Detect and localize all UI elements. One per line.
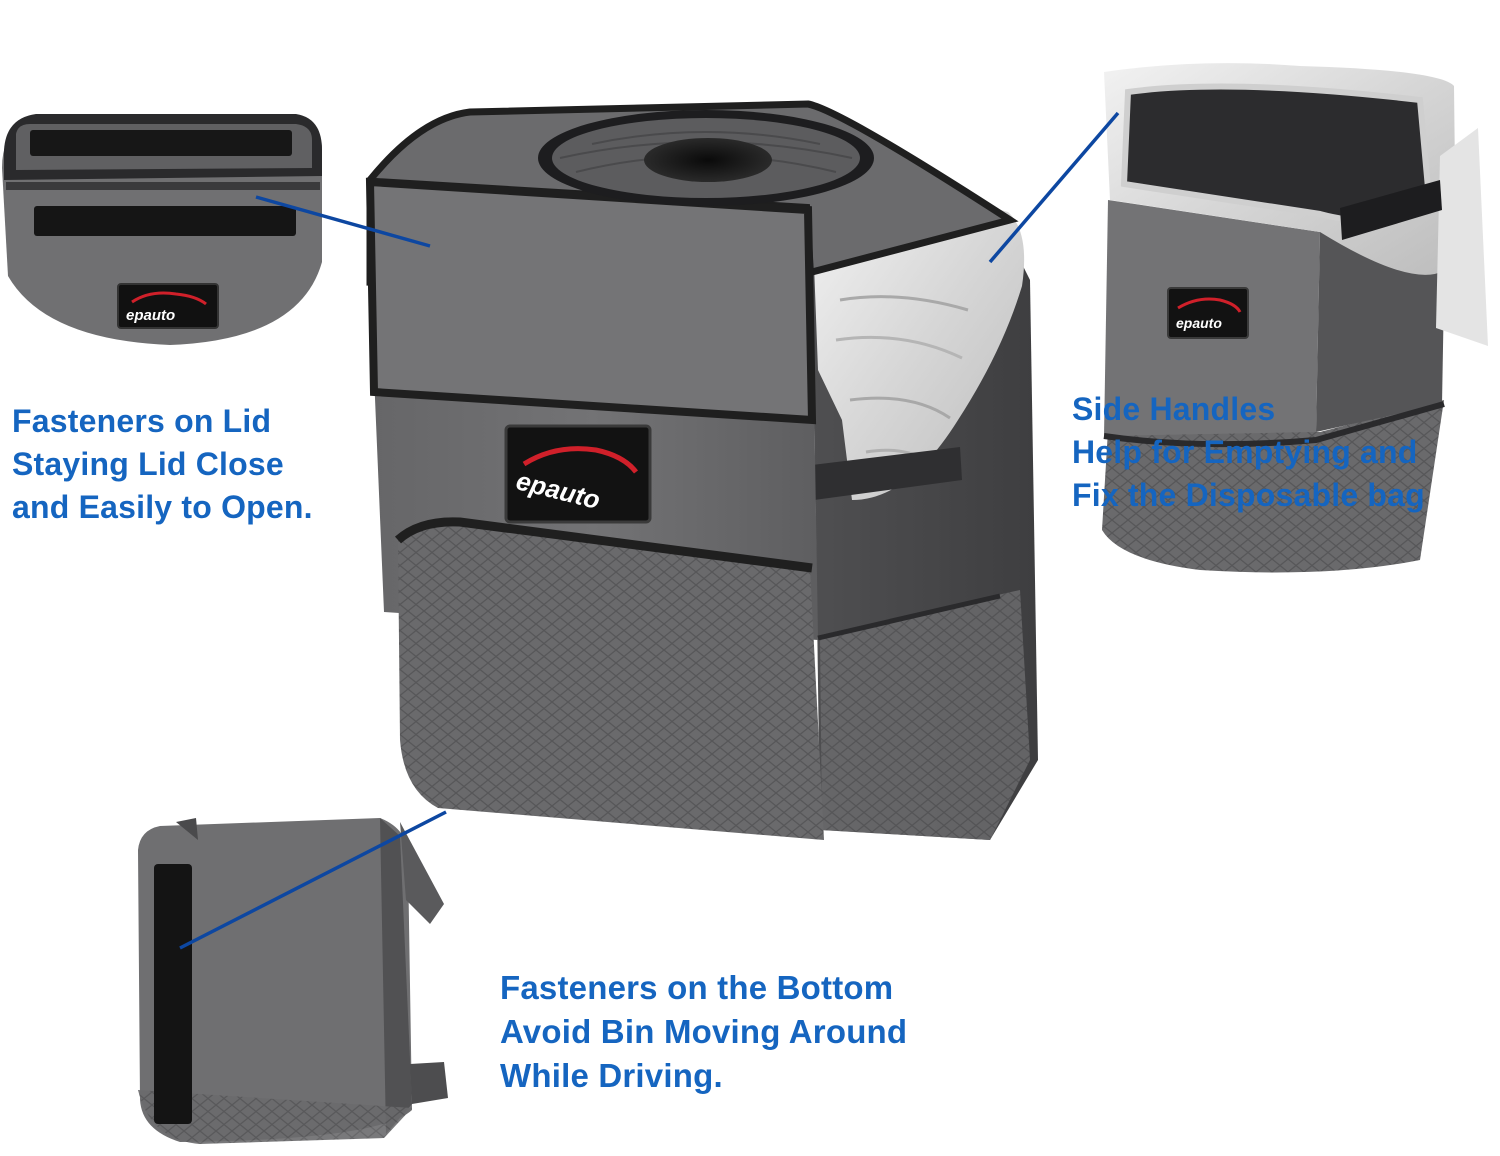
caption-line: and Easily to Open.	[12, 489, 313, 525]
caption-line: Fasteners on Lid	[12, 403, 272, 439]
open-bin-inset: epauto	[1102, 63, 1488, 573]
caption-line: Avoid Bin Moving Around	[500, 1013, 908, 1050]
main-trash-bin: epauto	[365, 100, 1038, 840]
lid-fastener-inset: epauto	[2, 114, 322, 345]
bottom-velcro-strip	[154, 864, 192, 1124]
epauto-logo-badge: epauto	[117, 283, 219, 329]
side-handle-strap	[1340, 180, 1442, 240]
caption-line: Fasteners on the Bottom	[500, 969, 894, 1006]
svg-text:epauto: epauto	[1176, 315, 1222, 331]
bin-lid	[365, 100, 1019, 425]
caption-line: Staying Lid Close	[12, 446, 284, 482]
callout-pointer-lines	[179, 111, 1120, 950]
caption-line: Side Handles	[1072, 391, 1276, 427]
epauto-logo-badge: epauto	[1167, 287, 1249, 339]
lid-velcro-strip-bottom	[34, 206, 296, 236]
trash-opening	[644, 138, 772, 182]
front-mesh-pocket	[398, 521, 824, 840]
side-handles-caption: Side Handles Help for Emptying and Fix t…	[1072, 388, 1425, 517]
caption-line: While Driving.	[500, 1057, 723, 1094]
side-handle-strap	[812, 447, 962, 500]
caption-line: Help for Emptying and	[1072, 434, 1418, 470]
epauto-logo-badge: epauto	[504, 424, 652, 524]
caption-line: Fix the Disposable bag	[1072, 477, 1425, 513]
lid-velcro-strip-top	[30, 130, 292, 156]
svg-text:epauto: epauto	[126, 307, 175, 324]
bottom-fastener-caption: Fasteners on the Bottom Avoid Bin Moving…	[500, 966, 907, 1098]
bottom-pointer-line	[179, 810, 447, 950]
lid-pointer-line	[255, 195, 431, 248]
lid-fastener-caption: Fasteners on Lid Staying Lid Close and E…	[12, 400, 313, 529]
bottom-fastener-inset	[138, 818, 448, 1144]
handle-pointer-line	[988, 111, 1120, 264]
disposable-bag	[812, 196, 1025, 500]
